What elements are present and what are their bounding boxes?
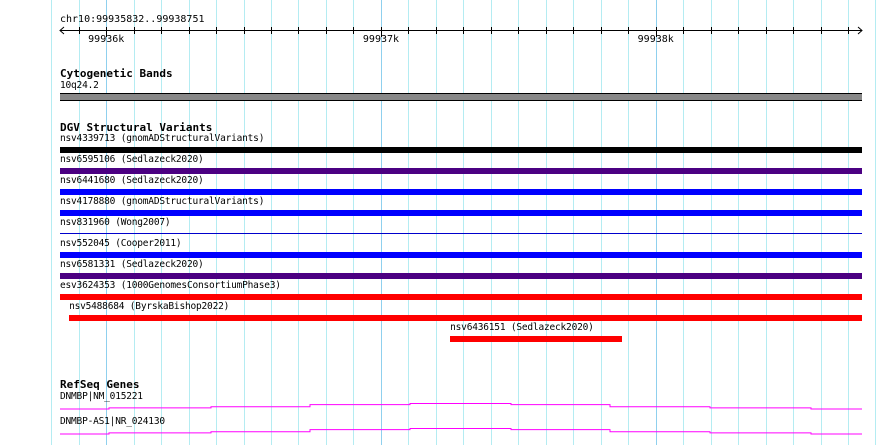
gene-label[interactable]: DNMBP-AS1|NR_024130 (60, 416, 165, 427)
ruler-arrow-icon (59, 26, 863, 35)
variant-feature[interactable] (60, 273, 862, 279)
variant-feature[interactable] (60, 233, 862, 234)
gene-label[interactable]: DNMBP|NM_015221 (60, 391, 143, 402)
gene-feature[interactable] (60, 403, 862, 410)
variant-feature[interactable] (60, 168, 862, 174)
variant-label: nsv4339713 (gnomADStructuralVariants) (60, 133, 265, 144)
cyto-track-title: Cytogenetic Bands (60, 67, 173, 80)
gene-feature[interactable] (60, 428, 862, 435)
variant-feature[interactable] (60, 210, 862, 216)
variant-label: nsv6441680 (Sedlazeck2020) (60, 175, 204, 186)
variant-label: nsv5488684 (ByrskaBishop2022) (69, 301, 230, 312)
variant-feature[interactable] (450, 336, 622, 342)
ruler-tick-label: 99936k (88, 34, 125, 45)
ruler-tick-label: 99937k (362, 34, 400, 45)
variant-label: nsv6595106 (Sedlazeck2020) (60, 154, 204, 165)
variant-feature[interactable] (60, 189, 862, 195)
location-label: chr10:99935832..99938751 (60, 14, 205, 25)
variant-feature[interactable] (60, 294, 862, 300)
variant-label: nsv4178880 (gnomADStructuralVariants) (60, 196, 265, 207)
variant-feature[interactable] (60, 147, 862, 153)
variant-label: nsv6581331 (Sedlazeck2020) (60, 259, 204, 270)
cyto-band[interactable] (60, 93, 862, 101)
variant-label: nsv6436151 (Sedlazeck2020) (450, 322, 594, 333)
variant-label: esv3624353 (1000GenomesConsortiumPhase3) (60, 280, 281, 291)
variant-label: nsv552045 (Cooper2011) (60, 238, 182, 249)
refseq-track-title: RefSeq Genes (60, 378, 140, 391)
variant-feature[interactable] (60, 252, 862, 258)
ruler-tick-label: 99938k (637, 34, 674, 45)
variant-label: nsv831960 (Wong2007) (60, 217, 171, 228)
cyto-band-label: 10q24.2 (60, 80, 99, 91)
variant-feature[interactable] (69, 315, 862, 321)
dgv-track-title: DGV Structural Variants (60, 121, 213, 134)
